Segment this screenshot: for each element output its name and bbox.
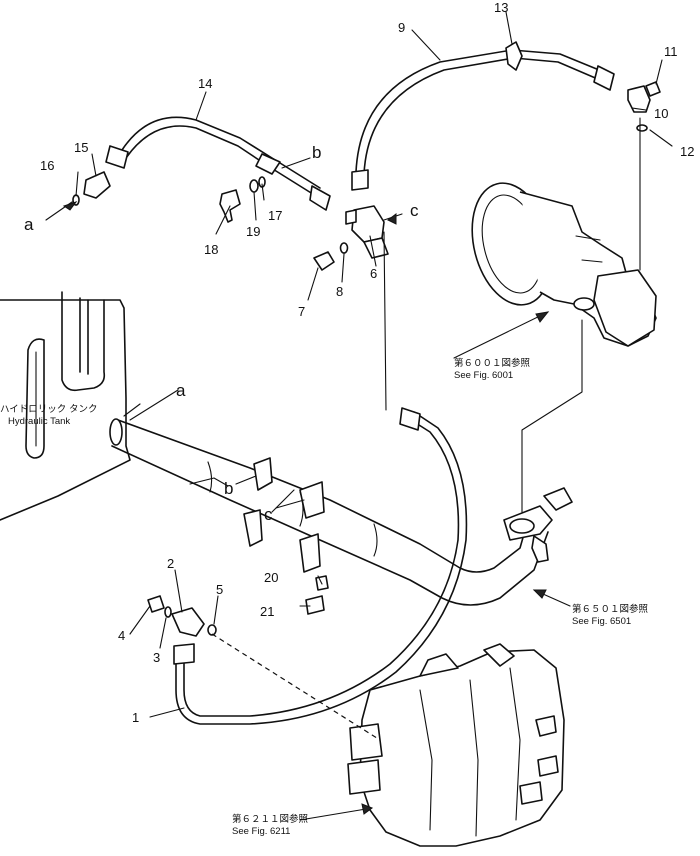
label-part-7: 7 bbox=[298, 304, 305, 319]
letter-a-lower: a bbox=[176, 381, 186, 400]
label-part-5: 5 bbox=[216, 582, 223, 597]
part-13-clamp bbox=[505, 41, 523, 71]
leader-lines bbox=[45, 11, 673, 821]
part-number-labels: 1 2 3 4 5 6 7 8 9 10 11 12 13 14 15 16 1… bbox=[40, 0, 694, 725]
label-part-15: 15 bbox=[74, 140, 88, 155]
fig-6501-reference-jp: 第６５０１図参照 bbox=[572, 603, 649, 615]
hose-1 bbox=[173, 407, 468, 725]
hose-14 bbox=[105, 116, 331, 211]
label-part-18: 18 bbox=[204, 242, 218, 257]
pipe-bracket-c bbox=[299, 481, 325, 573]
letter-c-upper: c bbox=[410, 201, 419, 220]
letter-b-upper: b bbox=[312, 143, 321, 162]
reference-notes: ハイドロリック タンク Hydraulic Tank 第６００１図参照 See … bbox=[0, 357, 649, 837]
part-3-o-ring bbox=[164, 606, 172, 618]
hydraulic-tank bbox=[0, 291, 131, 521]
part-4-plug bbox=[147, 595, 165, 613]
label-part-4: 4 bbox=[118, 628, 125, 643]
hose-9 bbox=[351, 49, 615, 191]
label-part-21: 21 bbox=[260, 604, 274, 619]
letter-a-upper: a bbox=[24, 215, 34, 234]
letter-b-lower: b bbox=[224, 479, 233, 498]
control-valve bbox=[347, 643, 565, 847]
part-12-o-ring bbox=[636, 124, 648, 132]
fig-6211-reference-en: See Fig. 6211 bbox=[232, 826, 290, 837]
arrowhead-fig6211 bbox=[361, 803, 374, 815]
part-11-plug bbox=[645, 81, 661, 97]
part-2-elbow bbox=[171, 607, 205, 637]
fig-6001-reference-jp: 第６００１図参照 bbox=[454, 357, 531, 369]
label-part-1: 1 bbox=[132, 710, 139, 725]
part-19-washer bbox=[249, 179, 259, 193]
part-21-cap bbox=[305, 595, 325, 615]
label-part-8: 8 bbox=[336, 284, 343, 299]
fig-6211-reference-jp: 第６２１１図参照 bbox=[232, 813, 309, 825]
part-7-bolt bbox=[313, 251, 335, 271]
part-10-elbow bbox=[627, 85, 651, 113]
arrowhead-fig6001 bbox=[535, 311, 550, 323]
connection-letters: a b c a b c bbox=[24, 143, 419, 524]
label-part-13: 13 bbox=[494, 0, 508, 15]
label-part-10: 10 bbox=[654, 106, 668, 121]
label-part-16: 16 bbox=[40, 158, 54, 173]
label-part-20: 20 bbox=[264, 570, 278, 585]
label-part-9: 9 bbox=[398, 20, 405, 35]
label-part-6: 6 bbox=[370, 266, 377, 281]
arrowhead-fig6501 bbox=[532, 589, 547, 599]
label-part-12: 12 bbox=[680, 144, 694, 159]
routing-lines bbox=[129, 117, 641, 741]
part-6-tee-block bbox=[345, 205, 389, 259]
arrowhead-c-upper bbox=[387, 213, 397, 225]
label-part-3: 3 bbox=[153, 650, 160, 665]
part-15-elbow bbox=[83, 171, 111, 199]
fig-6001-reference-en: See Fig. 6001 bbox=[454, 370, 513, 381]
part-8-washer bbox=[339, 242, 349, 254]
pump-housing bbox=[471, 182, 657, 347]
part-5-o-ring bbox=[207, 624, 217, 636]
label-part-17: 17 bbox=[268, 208, 282, 223]
fig-6501-reference-en: See Fig. 6501 bbox=[572, 616, 631, 627]
letter-c-lower: c bbox=[264, 505, 273, 524]
hydraulic-tank-label-en: Hydraulic Tank bbox=[8, 416, 70, 427]
pipe-bracket-b bbox=[243, 457, 273, 547]
suction-pipe bbox=[109, 418, 573, 606]
label-part-2: 2 bbox=[167, 556, 174, 571]
label-part-19: 19 bbox=[246, 224, 260, 239]
hydraulic-tank-label-jp: ハイドロリック タンク bbox=[0, 404, 97, 415]
arrowhead-a-upper bbox=[62, 201, 78, 211]
label-part-14: 14 bbox=[198, 76, 212, 91]
label-part-11: 11 bbox=[664, 44, 678, 59]
